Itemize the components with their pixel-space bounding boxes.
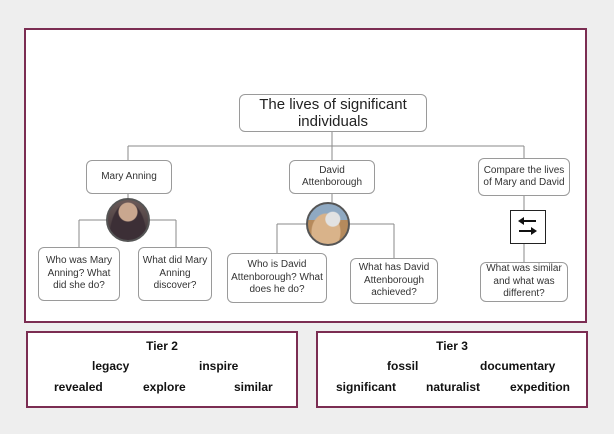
tier3-word-documentary: documentary xyxy=(480,359,556,373)
tier2-word-revealed: revealed xyxy=(54,380,103,394)
mary-question-who: Who was Mary Anning? What did she do? xyxy=(38,247,120,301)
david-question-who-label: Who is David Attenborough? What does he … xyxy=(231,259,323,296)
mary-anning-node: Mary Anning xyxy=(86,160,172,194)
mary-anning-label: Mary Anning xyxy=(101,170,157,182)
compare-arrows-icon xyxy=(510,210,546,244)
compare-label: Compare the lives of Mary and David xyxy=(483,164,565,189)
tier3-box: Tier 3 fossil documentary significant na… xyxy=(316,331,588,408)
mary-question-discover-label: What did Mary Anning discover? xyxy=(142,255,208,292)
david-question-achieved: What has David Attenborough achieved? xyxy=(350,258,438,304)
tier3-word-naturalist: naturalist xyxy=(426,380,481,394)
mary-question-discover: What did Mary Anning discover? xyxy=(138,247,212,301)
david-attenborough-node: David Attenborough xyxy=(289,160,375,194)
david-question-achieved-label: What has David Attenborough achieved? xyxy=(358,262,430,299)
root-label: The lives of significant individuals xyxy=(259,96,407,130)
tier2-word-legacy: legacy xyxy=(92,359,130,373)
tier2-word-inspire: inspire xyxy=(199,359,239,373)
mary-anning-portrait xyxy=(106,198,150,242)
compare-arrows-svg xyxy=(518,217,537,235)
david-attenborough-photo xyxy=(306,202,350,246)
tier2-word-explore: explore xyxy=(143,380,186,394)
tier3-word-fossil: fossil xyxy=(387,359,419,373)
tier2-title: Tier 2 xyxy=(146,339,178,353)
tier3-word-significant: significant xyxy=(336,380,397,394)
david-attenborough-label: David Attenborough xyxy=(301,164,363,189)
tier3-title: Tier 3 xyxy=(436,339,468,353)
root-node: The lives of significant individuals xyxy=(239,94,427,132)
tier2-box: Tier 2 legacy inspire revealed explore s… xyxy=(26,331,298,408)
david-question-who: Who is David Attenborough? What does he … xyxy=(227,253,327,303)
compare-question-label: What was similar and what was different? xyxy=(486,263,562,300)
compare-question: What was similar and what was different? xyxy=(480,262,568,302)
mary-question-who-label: Who was Mary Anning? What did she do? xyxy=(45,255,113,292)
compare-node: Compare the lives of Mary and David xyxy=(478,158,570,196)
tier2-word-similar: similar xyxy=(234,380,273,394)
tier3-word-expedition: expedition xyxy=(510,380,571,394)
